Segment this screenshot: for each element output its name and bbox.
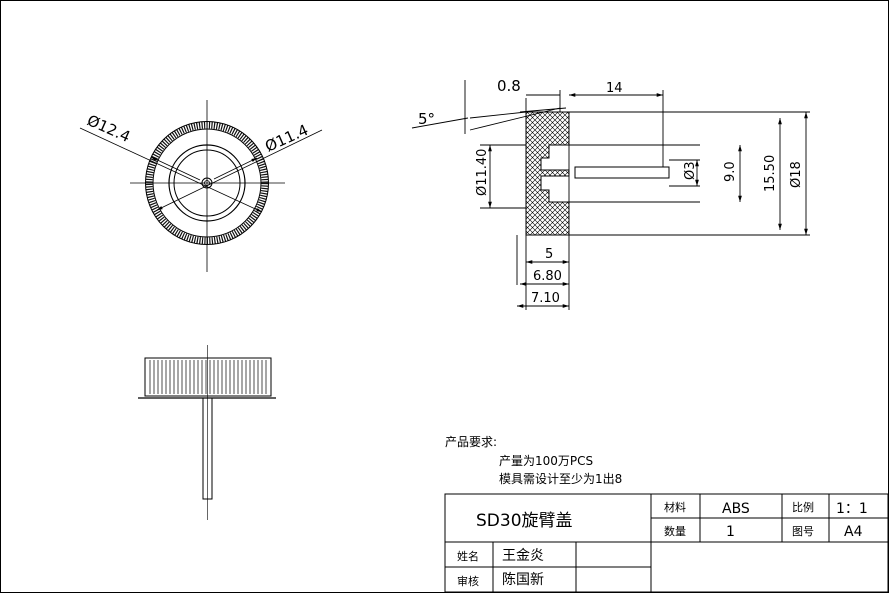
sheet-label: 图号	[792, 525, 814, 538]
dim-shaft-len-text: 14	[606, 81, 623, 96]
dim-outer-leader	[79, 127, 263, 213]
dim-inner-leader	[156, 129, 323, 211]
review-label: 审核	[457, 574, 479, 588]
knurled-outer-ring	[145, 121, 269, 245]
dim-wall-text: 0.8	[497, 77, 521, 95]
notes-line2: 模具需设计至少为1出8	[499, 472, 622, 486]
dim-9-text: 9.0	[723, 161, 738, 182]
dim-hub-dia-text: Ø11.40	[475, 149, 490, 196]
qty-value: 1	[726, 524, 735, 540]
notes-heading: 产品要求:	[445, 435, 497, 449]
sheet-value: A4	[844, 524, 863, 540]
dim-angle-text: 5°	[418, 110, 435, 128]
material-value: ABS	[722, 501, 750, 517]
name-label: 姓名	[457, 549, 479, 563]
dim-5-text: 5	[545, 247, 553, 262]
dim-15-text: 15.50	[763, 155, 778, 192]
title-block	[444, 493, 889, 593]
part-name: SD30旋臂盖	[476, 511, 573, 531]
front-view	[79, 100, 323, 272]
dim-shaft-dia-text: Ø3	[683, 161, 698, 180]
knurl-ribs	[149, 360, 267, 394]
dim-18-text: Ø18	[789, 161, 804, 188]
inner-rim-circle	[152, 128, 262, 238]
notes-line1: 产量为100万PCS	[499, 454, 593, 468]
qty-label: 数量	[664, 525, 686, 538]
material-label: 材料	[664, 500, 686, 514]
review-value: 陈国新	[502, 571, 544, 588]
hub-circle-outer	[168, 144, 246, 222]
side-view	[138, 345, 276, 520]
section-view	[411, 80, 810, 310]
dim-inner-leader-2	[213, 157, 258, 180]
shaft-slot	[574, 166, 670, 179]
dim-outer-leader-2	[150, 156, 201, 181]
scale-label: 比例	[792, 500, 814, 514]
dim-680-text: 6.80	[533, 269, 562, 284]
dim-inner-text: Ø11.4	[262, 121, 311, 156]
dim-710-text: 7.10	[531, 291, 560, 306]
hub-circle-inner	[173, 149, 241, 217]
scale-value: 1：1	[836, 501, 868, 517]
name-value: 王金炎	[502, 548, 544, 564]
outer-circle	[145, 121, 269, 245]
section-body	[525, 111, 570, 236]
knob-head	[144, 357, 272, 397]
